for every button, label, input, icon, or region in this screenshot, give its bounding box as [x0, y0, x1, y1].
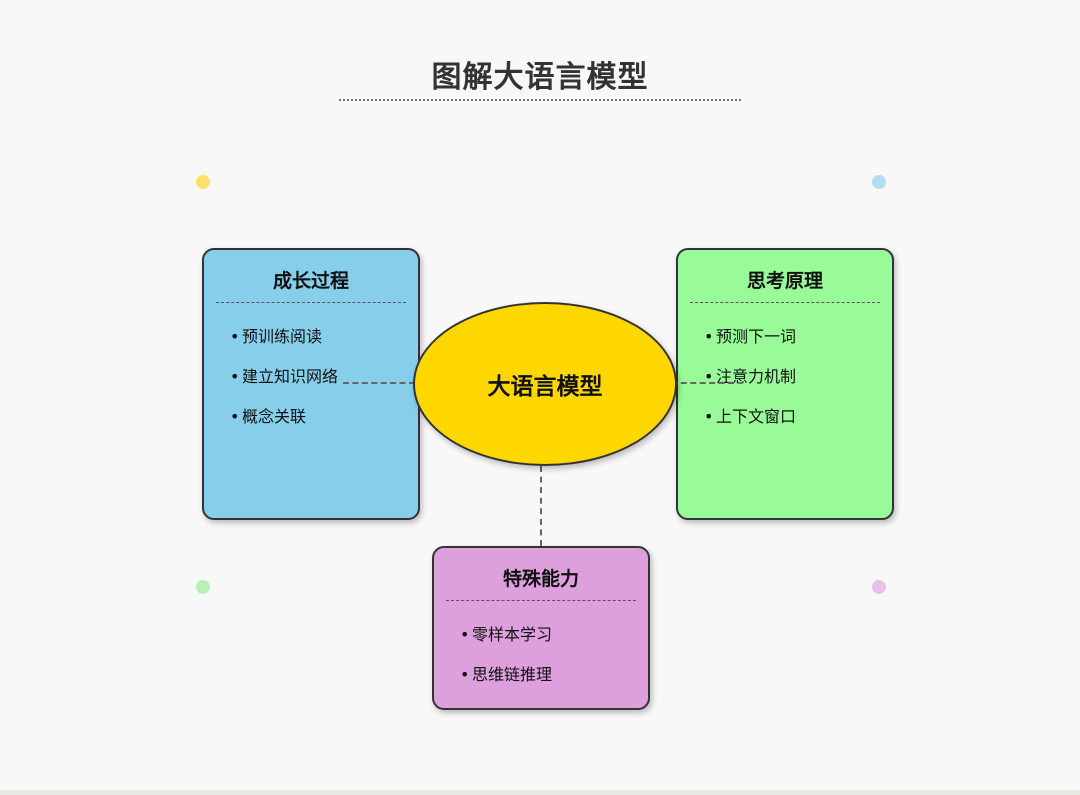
- abilities-card-list: •零样本学习 •思维链推理: [434, 613, 648, 693]
- list-item: •概念关联: [230, 407, 307, 426]
- abilities-card-title: 特殊能力: [502, 568, 579, 590]
- decor-dot-pink: [872, 580, 886, 594]
- list-item: •预测下一词: [704, 327, 797, 346]
- decor-dot-yellow: [196, 175, 210, 189]
- thinking-card-divider: [690, 302, 880, 303]
- growth-card: 成长过程 •预训练阅读 •建立知识网络 •概念关联: [202, 248, 420, 520]
- connector-right: [662, 382, 734, 384]
- decor-dot-blue: [872, 175, 886, 189]
- connector-bottom: [540, 466, 542, 546]
- thinking-card-list: •预测下一词 •注意力机制 •上下文窗口: [678, 315, 892, 435]
- list-item: •零样本学习: [460, 625, 553, 644]
- growth-card-list: •预训练阅读 •建立知识网络 •概念关联: [204, 315, 418, 435]
- list-item: •预训练阅读: [230, 327, 323, 346]
- abilities-card-divider: [446, 600, 636, 601]
- list-item: •建立知识网络: [230, 367, 339, 386]
- center-node: 大语言模型: [413, 302, 677, 466]
- list-item: •上下文窗口: [704, 407, 797, 426]
- connector-left: [343, 382, 415, 384]
- title-underline: [339, 99, 741, 101]
- thinking-card: 思考原理 •预测下一词 •注意力机制 •上下文窗口: [676, 248, 894, 520]
- growth-card-title: 成长过程: [272, 270, 349, 292]
- growth-card-divider: [216, 302, 406, 303]
- center-node-label: 大语言模型: [487, 374, 603, 400]
- thinking-card-title: 思考原理: [746, 270, 823, 292]
- decor-dot-green: [196, 580, 210, 594]
- page-title: 图解大语言模型: [431, 60, 649, 95]
- list-item: •注意力机制: [704, 367, 797, 386]
- footer-strip: [0, 790, 1080, 795]
- abilities-card: 特殊能力 •零样本学习 •思维链推理: [432, 546, 650, 710]
- list-item: •思维链推理: [460, 665, 553, 684]
